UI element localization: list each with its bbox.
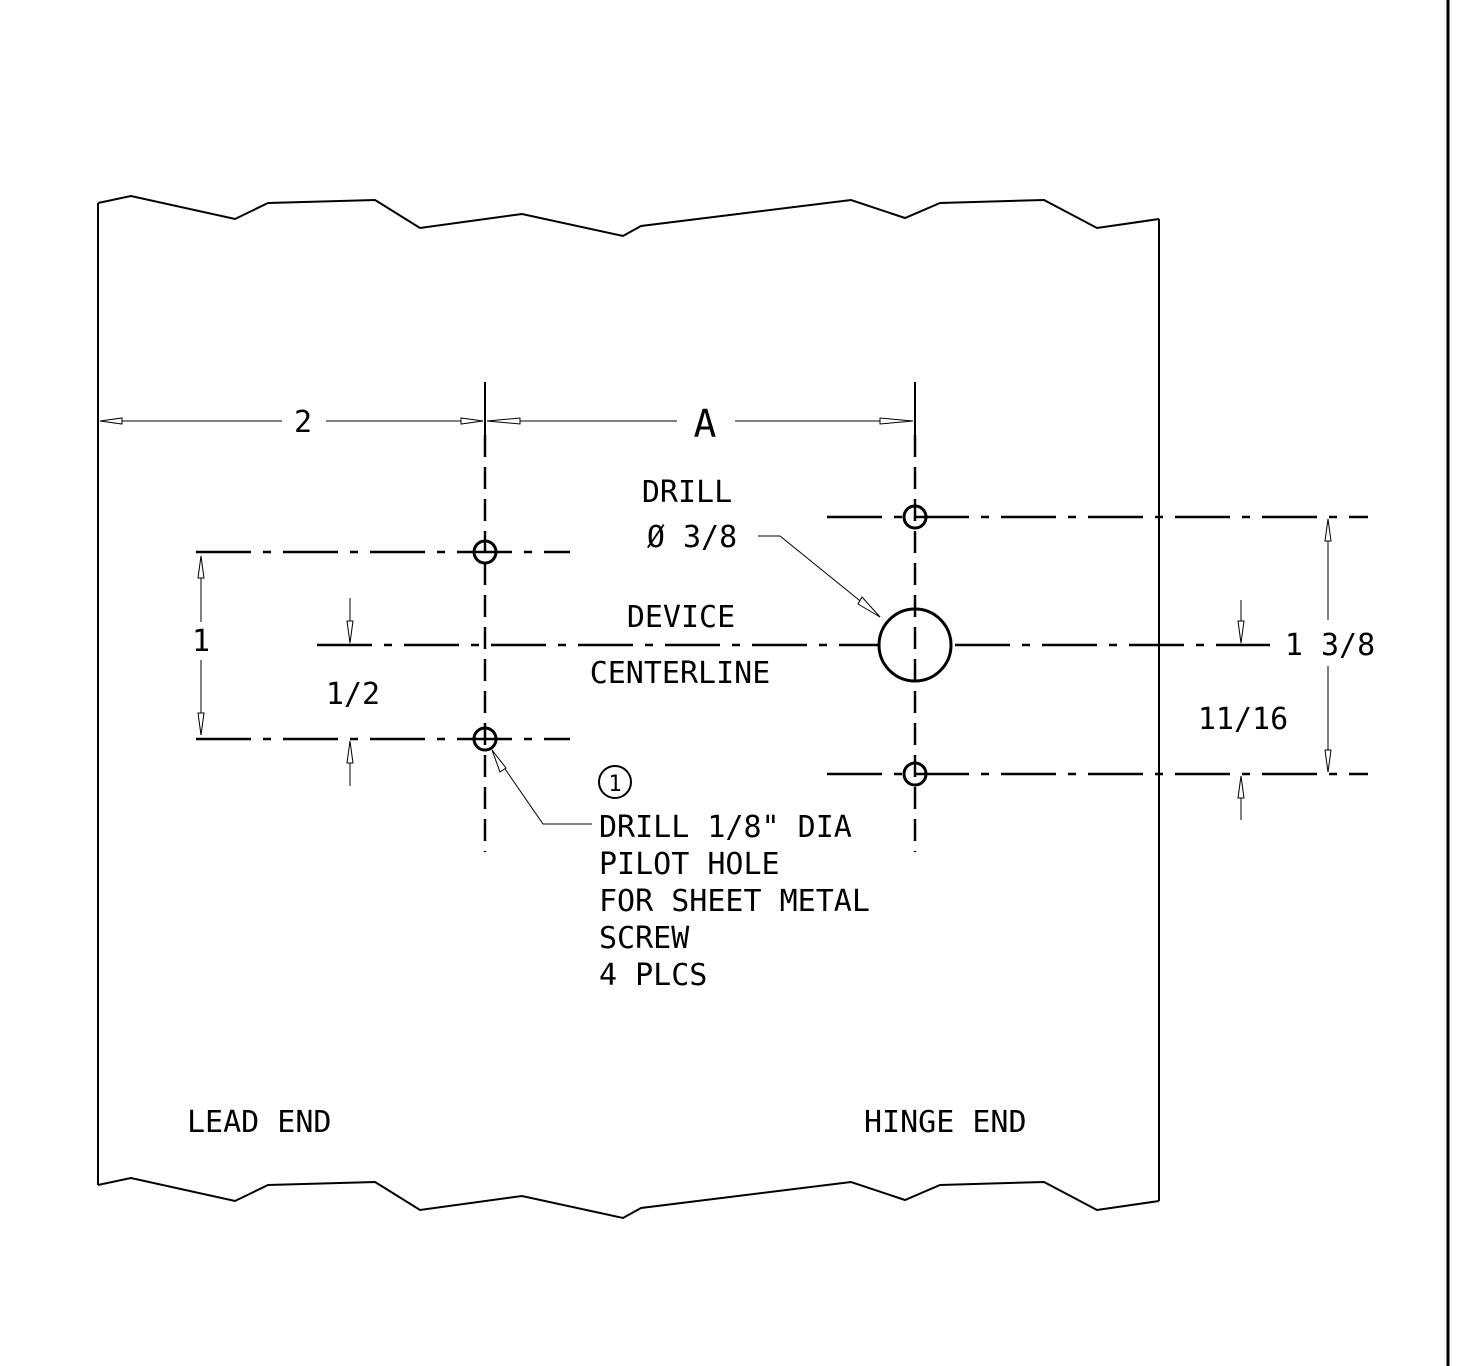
dim-13-8-label: 1 3/8 (1285, 628, 1375, 663)
pilot-leader-arrow (491, 749, 507, 773)
dim-half-arrow-bottom (346, 740, 354, 764)
dim-2-arrow-left (99, 417, 123, 425)
dim-half-label: 1/2 (326, 677, 380, 712)
pilot-note-line-4: SCREW (599, 921, 690, 956)
drill-size: Ø 3/8 (647, 520, 737, 555)
dim-a-arrow-left (486, 417, 521, 425)
centerline-label: CENTERLINE (590, 656, 771, 691)
dim-2-arrow-right (460, 417, 484, 425)
pilot-hole-upper-left (472, 539, 498, 565)
pilot-hole-lower-right (902, 761, 928, 787)
device-label: DEVICE (627, 600, 735, 635)
dim-11-16-arrow-bottom (1237, 775, 1245, 799)
dim-13-8-arrow-bottom (1324, 749, 1332, 773)
dim-half-arrow-top (346, 620, 354, 644)
pilot-hole-lower-left (472, 726, 498, 752)
dim-11-16-label: 11/16 (1198, 702, 1288, 737)
pilot-note-line-3: FOR SHEET METAL (599, 884, 870, 919)
dim-13-8-arrow-top (1324, 518, 1332, 542)
pilot-hole-upper-right (902, 504, 928, 530)
lead-end-label: LEAD END (187, 1105, 332, 1140)
device-hole (877, 607, 953, 683)
pilot-note: DRILL 1/8" DIA PILOT HOLE FOR SHEET META… (599, 810, 870, 993)
dim-11-16-arrow-top (1237, 620, 1245, 644)
callout-balloon (598, 765, 632, 799)
dim-1-arrow-top (197, 555, 205, 579)
dim-a-arrow-right (879, 417, 914, 425)
pilot-leader (491, 749, 592, 825)
dim-2-label: 2 (294, 405, 312, 440)
pilot-note-line-1: DRILL 1/8" DIA (599, 810, 852, 845)
drill-title: DRILL (642, 475, 732, 510)
hinge-end-label: HINGE END (864, 1105, 1027, 1140)
callout-number: 1 (608, 772, 621, 797)
door-break-line-bottom (97, 1176, 1160, 1220)
dim-1-label: 1 (192, 624, 210, 659)
drill-leader-arrow (857, 596, 881, 618)
door-break-line-top (97, 194, 1160, 238)
pilot-note-line-5: 4 PLCS (599, 958, 707, 993)
dim-a-label: A (694, 402, 717, 446)
dim-1-arrow-bottom (197, 712, 205, 736)
drill-leader (758, 535, 881, 618)
pilot-note-line-2: PILOT HOLE (599, 847, 780, 882)
